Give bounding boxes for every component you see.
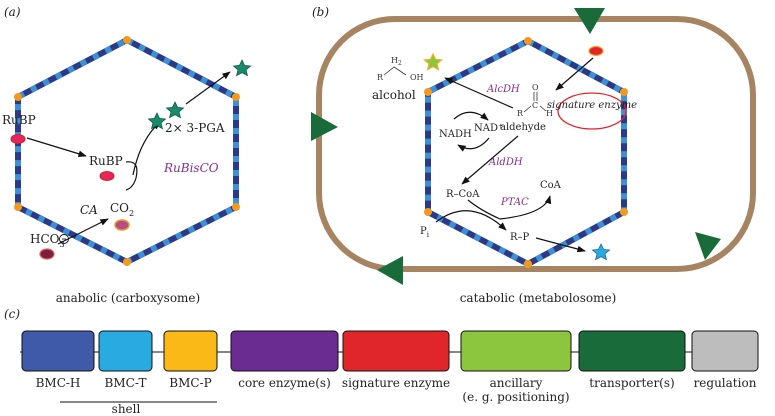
svg-text:H2: H2 — [391, 56, 402, 67]
hco3-conversion-arrow — [57, 218, 109, 245]
nad-cycle-bottom-arrow — [457, 137, 490, 152]
legend-swatch-3 — [230, 330, 339, 372]
rubisco-reaction-curve — [125, 161, 138, 191]
ptac-label: PTAC — [500, 197, 529, 208]
pga-label: 2× 3-PGA — [165, 121, 225, 135]
hco3-molecule — [39, 248, 55, 260]
legend-swatch-7 — [691, 330, 759, 372]
legend-swatch-2 — [163, 330, 218, 372]
rubp-entry-arrow — [26, 137, 87, 158]
legend-label-2: BMC-P — [169, 376, 211, 390]
pi-arrow — [435, 210, 507, 231]
rubisco-label: RuBisCO — [163, 161, 219, 175]
legend-swatch-4 — [342, 330, 450, 372]
aldehyde-structure: O R C H — [517, 83, 553, 118]
alcohol-star-icon — [423, 52, 443, 71]
legend-swatch-5 — [460, 330, 572, 372]
rubp-inner-molecule — [99, 171, 115, 181]
panel-b-caption: catabolic (metabolosome) — [460, 291, 617, 305]
nadh-label: NADH — [439, 129, 472, 140]
svg-text:C: C — [532, 101, 538, 110]
aldehyde-label: aldehyde — [500, 122, 546, 133]
legend-swatch-6 — [578, 330, 686, 372]
legend-label-4: signature enzyme — [342, 376, 450, 390]
alcohol-structure: H2 R OH — [377, 56, 424, 82]
hco3-label: HCO3 — [30, 232, 65, 249]
rubp-inner-label: RuBP — [89, 154, 123, 168]
co2-molecule — [114, 219, 130, 231]
panel-b-tag: (b) — [312, 5, 329, 19]
legend-label-5: ancillary — [490, 376, 543, 390]
rp-exit-arrow — [535, 237, 586, 253]
coa-label: CoA — [540, 180, 562, 191]
pga-exit-arrow — [185, 71, 231, 105]
svg-text:OH: OH — [410, 73, 424, 82]
svg-text:H: H — [546, 109, 553, 118]
substrate-entry-arrow — [555, 57, 594, 91]
legend-swatch-0 — [21, 330, 95, 372]
svg-text:O: O — [532, 83, 539, 92]
legend-label-5-line2: (e. g. positioning) — [462, 390, 569, 404]
alcdh-arrow — [444, 77, 514, 109]
substrate-molecule — [588, 45, 604, 57]
rcoa-label: R–CoA — [446, 189, 480, 200]
nadplus-label: NAD⁺ — [474, 123, 503, 134]
panel-c-tag: (c) — [4, 307, 20, 321]
legend-label-3: core enzyme(s) — [238, 376, 331, 390]
panel-a-tag: (a) — [4, 5, 21, 19]
pga-star-icon — [147, 59, 252, 130]
pi-label: Pi — [420, 226, 430, 239]
aldh-label: AldDH — [488, 157, 523, 168]
svg-text:R: R — [517, 109, 524, 118]
svg-text:R: R — [377, 73, 384, 82]
cell-membrane — [316, 16, 756, 272]
shell-label: shell — [112, 402, 141, 416]
alcohol-label: alcohol — [372, 88, 416, 102]
legend-label-6: transporter(s) — [589, 376, 674, 390]
transporter-icons — [311, 8, 721, 285]
ptac-curve — [467, 199, 501, 220]
panel-a-caption: anabolic (carboxysome) — [56, 291, 200, 305]
legend-swatch-1 — [98, 330, 153, 372]
legend-label-7: regulation — [694, 376, 757, 390]
signature-enzyme-oval — [557, 92, 627, 130]
legend-label-0: BMC-H — [36, 376, 81, 390]
rp-label: R–P — [510, 232, 530, 243]
alcdh-label: AlcDH — [486, 84, 520, 95]
rubp-outer-label: RuBP — [2, 113, 36, 127]
co2-label: CO2 — [110, 201, 134, 218]
product-star-icon — [591, 243, 611, 261]
rubp-outer-molecule — [10, 134, 26, 144]
carboxysome-shell — [14, 36, 240, 266]
ca-label: CA — [80, 203, 98, 217]
rubisco-product-arrow — [132, 121, 161, 176]
legend-label-1: BMC-T — [105, 376, 147, 390]
nad-cycle-top-arrow — [453, 111, 489, 121]
aldh-arrow — [461, 135, 519, 185]
metabolosome-shell — [424, 37, 628, 268]
signature-enzyme-label: signature enzyme — [547, 100, 637, 111]
component-legend: BMC-H BMC-T BMC-P core enzyme(s) signature e… — [21, 330, 759, 404]
coa-release-arrow — [499, 195, 552, 220]
